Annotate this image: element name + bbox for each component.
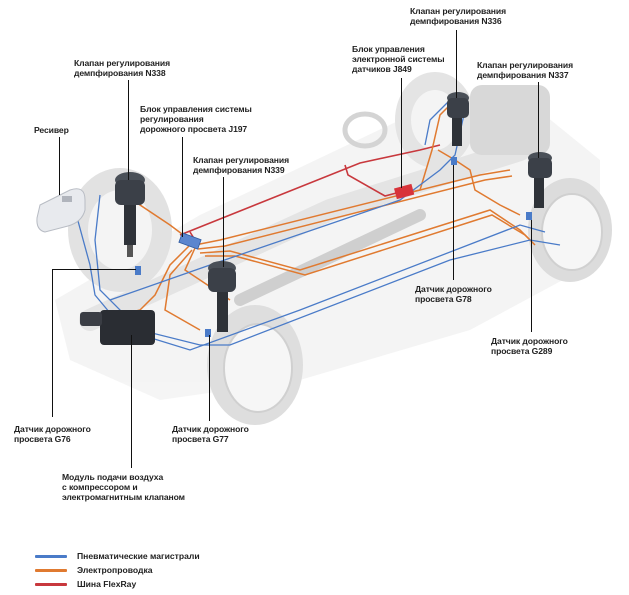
leader-g78: [453, 165, 455, 280]
leader-j849: [401, 78, 403, 188]
leader-g289: [531, 220, 533, 332]
label-n337: Клапан регулирования демпфирования N337: [477, 60, 573, 80]
wheel-front-right: [528, 178, 612, 282]
engine: [470, 85, 550, 155]
leader-air-supply: [131, 335, 133, 468]
legend-label: Электропроводка: [77, 565, 153, 575]
leader-g77: [209, 335, 211, 421]
j197-valve-block: [178, 232, 202, 250]
j849-control-unit: [394, 183, 415, 200]
label-n338: Клапан регулирования демпфирования N338: [74, 58, 170, 78]
driveshaft: [234, 209, 426, 306]
legend-item-flexray: Шина FlexRay: [35, 577, 200, 591]
leader-receiver: [59, 137, 61, 195]
label-j197: Блок управления системы регулирования до…: [140, 104, 252, 134]
legend: Пневматические магистрали Электропроводк…: [35, 549, 200, 591]
legend-swatch-wiring: [35, 568, 67, 572]
label-g289: Датчик дорожного просвета G289: [491, 336, 568, 356]
leader-g76: [52, 270, 54, 417]
strut-rear-right: [208, 261, 236, 332]
strut-front-right: [528, 152, 552, 208]
label-air-supply: Модуль подачи воздуха с компрессором и э…: [62, 472, 185, 502]
legend-swatch-pneumatic: [35, 554, 67, 558]
label-j849: Блок управления электронной системы датч…: [352, 44, 445, 74]
air-supply-unit: [80, 310, 155, 345]
label-receiver: Ресивер: [34, 125, 69, 135]
sensor-g289: [526, 212, 532, 220]
strut-rear-left: [115, 172, 145, 257]
legend-label: Шина FlexRay: [77, 579, 137, 589]
sensor-g78: [451, 157, 457, 165]
sensor-g77: [205, 329, 211, 337]
air-receiver: [36, 188, 86, 233]
leader-n336: [456, 30, 458, 98]
leader-n338: [128, 80, 130, 180]
label-g77: Датчик дорожного просвета G77: [172, 424, 249, 444]
label-g76: Датчик дорожного просвета G76: [14, 424, 91, 444]
legend-swatch-flexray: [35, 582, 67, 586]
leader-n339: [223, 177, 225, 267]
leader-g76-h: [52, 269, 136, 271]
legend-label: Пневматические магистрали: [77, 551, 200, 561]
label-n339: Клапан регулирования демпфирования N339: [193, 155, 289, 175]
leader-n337: [538, 82, 540, 158]
leader-j197: [182, 137, 184, 237]
legend-item-pneumatic: Пневматические магистрали: [35, 549, 200, 563]
strut-front-left: [447, 92, 469, 146]
sensor-g76: [135, 266, 141, 275]
label-g78: Датчик дорожного просвета G78: [415, 284, 492, 304]
steering-wheel: [342, 111, 388, 149]
legend-item-wiring: Электропроводка: [35, 563, 200, 577]
label-n336: Клапан регулирования демпфирования N336: [410, 6, 506, 26]
chassis-ghost: [55, 95, 600, 400]
